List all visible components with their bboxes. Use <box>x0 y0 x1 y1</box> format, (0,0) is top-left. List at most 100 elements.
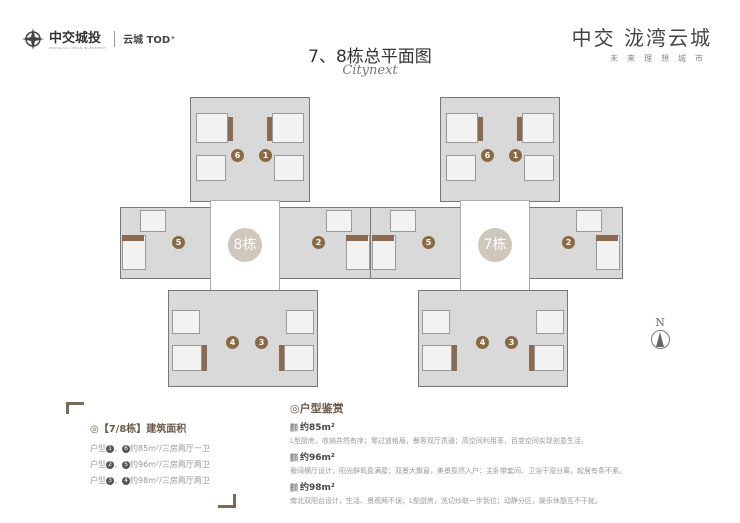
unit-badge-1: 1 <box>259 149 272 162</box>
wood-floor <box>279 345 284 371</box>
unit-area: 约96m² <box>300 453 335 463</box>
unit-description: L型厨房，收纳井然有序；零过道格局，餐客双厅贯通；高空间利用率，百变空间实现创意… <box>290 437 588 445</box>
row-text: 约98m²/三房两厅两卫 <box>130 476 210 485</box>
room <box>422 345 452 371</box>
wood-floor <box>228 117 233 141</box>
unit-badge-3: 3 <box>255 336 268 349</box>
room <box>536 310 564 334</box>
unit-badge-6: 6 <box>481 149 494 162</box>
wood-floor <box>202 345 207 371</box>
building-plan: 6 1 5 2 4 3 7栋 <box>358 95 623 395</box>
area-section-title: ◎【7/8栋】建筑面积 <box>90 424 187 435</box>
unit-description: 南北双阳台设计，生活、景观两不误；L型厨房，洗切炒取一步到位；动静分区，娱乐休憩… <box>290 497 602 505</box>
partner-logo: 云城 TOD⁺ <box>123 31 175 46</box>
row-prefix: 户型 <box>90 476 106 485</box>
unit-badge-2: 2 <box>312 236 325 249</box>
unit-dot: 5 <box>122 460 130 469</box>
unit-area: 约98m² <box>300 483 335 493</box>
project-logo: 中交 泷湾云城 未来理想城市 <box>572 22 712 64</box>
unit-badge-3: 3 <box>505 336 518 349</box>
unit-dot: 6 <box>122 444 130 453</box>
north-label: N <box>655 316 665 329</box>
compass-arrow-icon <box>650 330 670 349</box>
page-title: 7、8栋总平面图 <box>308 47 432 67</box>
unit-badge-2: 2 <box>562 236 575 249</box>
developer-logo: 中交城投 ZHONGJIAO URBAN INVESTMENT 云城 TOD⁺ <box>22 27 175 50</box>
area-tag: 建筑面积 <box>290 482 298 492</box>
unit-dot: 1 <box>106 444 114 453</box>
room <box>172 345 202 371</box>
unit-type-heading: 建筑面积约85m² <box>290 420 710 433</box>
row-text: 约85m²/三房两厅一卫 <box>130 444 210 453</box>
room <box>446 155 476 181</box>
wood-floor <box>452 345 457 371</box>
unit-type-heading: 建筑面积约98m² <box>290 480 710 493</box>
project-slogan: 未来理想城市 <box>610 54 712 63</box>
north-compass: N <box>648 316 672 356</box>
unit-area: 约85m² <box>300 423 335 433</box>
room <box>390 210 416 232</box>
unit-badge-4: 4 <box>226 336 239 349</box>
wood-floor <box>122 235 144 241</box>
unit-badge-5: 5 <box>172 236 185 249</box>
unit-badge-4: 4 <box>476 336 489 349</box>
unit-badge-6: 6 <box>231 149 244 162</box>
wood-floor <box>517 117 522 141</box>
appreciation-title: ◎户型鉴赏 <box>290 402 344 415</box>
room <box>284 345 314 371</box>
unit-badge-5: 5 <box>422 236 435 249</box>
row-prefix: 户型 <box>90 460 106 469</box>
wing-bottom <box>418 290 568 387</box>
wood-floor <box>596 235 618 241</box>
script-title: Citynext <box>342 63 398 78</box>
frame-corner-top-left-v <box>66 402 69 414</box>
brand-subtitle: ZHONGJIAO URBAN INVESTMENT <box>49 46 107 50</box>
room <box>422 310 450 334</box>
unit-description: 奢阔横厅设计，阳光鲜氧盈满屋；双景大飘窗，美景揽然入户；主卧带套间、卫浴干湿分离… <box>290 467 626 475</box>
project-name: 中交 泷湾云城 <box>571 26 712 50</box>
unit-dot: 4 <box>122 476 130 485</box>
wood-floor <box>267 117 272 141</box>
room <box>272 113 304 143</box>
unit-dot: 2 <box>106 460 114 469</box>
room <box>524 155 554 181</box>
wood-floor <box>529 345 534 371</box>
row-prefix: 户型 <box>90 444 106 453</box>
room <box>326 210 352 232</box>
row-text: 约96m²/三房两厅两卫 <box>130 460 210 469</box>
wing-bottom <box>168 290 318 387</box>
room <box>576 210 602 232</box>
room <box>534 345 564 371</box>
unit-type-heading: 建筑面积约96m² <box>290 450 710 463</box>
logo-divider <box>114 30 116 47</box>
area-tag: 建筑面积 <box>290 452 298 462</box>
room <box>286 310 314 334</box>
room <box>274 155 304 181</box>
frame-corner-bottom-right <box>218 505 236 508</box>
wood-floor <box>372 235 394 241</box>
compass-rose-logo-icon <box>22 27 44 50</box>
room <box>522 113 554 143</box>
building-label: 7栋 <box>478 228 512 262</box>
wood-floor <box>346 235 368 241</box>
area-tag: 建筑面积 <box>290 422 298 432</box>
building-label: 8栋 <box>228 228 262 262</box>
unit-badge-1: 1 <box>509 149 522 162</box>
frame-corner-bottom-right-v <box>233 494 236 508</box>
partner-name: 云城 <box>123 35 144 46</box>
partner-suffix: TOD⁺ <box>146 35 176 46</box>
frame-corner-top-left <box>66 402 84 405</box>
room <box>196 113 228 143</box>
room <box>196 155 226 181</box>
unit-dot: 3 <box>106 476 114 485</box>
brand-name: 中交城投 <box>49 31 102 46</box>
building-plan: 6 1 5 2 4 3 8栋 <box>108 95 373 395</box>
room <box>172 310 200 334</box>
wood-floor <box>478 117 483 141</box>
room <box>446 113 478 143</box>
